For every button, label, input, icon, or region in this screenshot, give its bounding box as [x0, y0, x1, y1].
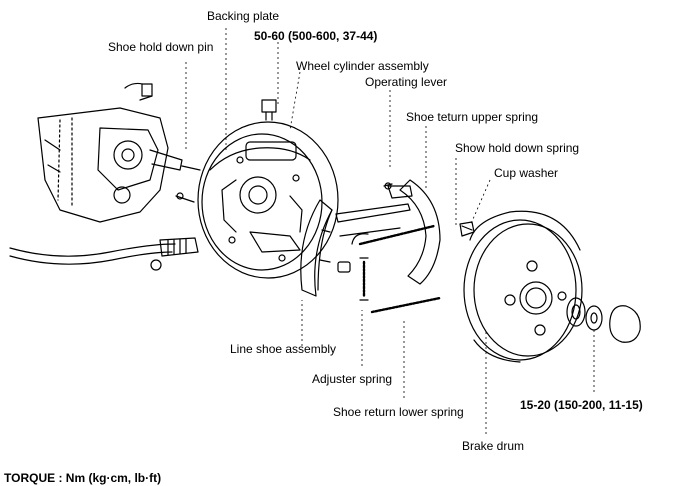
- brake-shoe-right: [387, 179, 441, 285]
- backing-plate-part: [197, 121, 339, 279]
- adjuster-strut: [335, 203, 411, 245]
- brake-line: [9, 237, 199, 271]
- upper-spring: [358, 224, 436, 246]
- adjuster-spring-part: [359, 257, 369, 301]
- brake-drum-part: [463, 210, 583, 363]
- hub-nut-cap: [566, 297, 641, 343]
- cup-washer-part: [459, 221, 475, 237]
- label-backing-plate: Backing plate: [207, 9, 280, 23]
- bleeder-fitting: [124, 82, 153, 101]
- brake-shoe-left: [300, 199, 333, 297]
- knuckle-part: [37, 107, 183, 223]
- label-adjuster-spring: Adjuster spring: [312, 372, 393, 386]
- label-cup-washer: Cup washer: [494, 166, 559, 180]
- label-torque-backing: 50-60 (500-600, 37-44): [254, 29, 378, 43]
- label-hold-down-spring: Show hold down spring: [455, 141, 580, 155]
- label-shoe-return-upper: Shoe teturn upper spring: [406, 110, 539, 124]
- torque-footer: TORQUE : Nm (kg·cm, lb·ft): [4, 471, 162, 485]
- small-hardware: [337, 182, 393, 273]
- label-wheel-cylinder: Wheel cylinder assembly: [296, 59, 429, 73]
- leader-lines: [185, 28, 595, 434]
- label-shoe-hold-down-pin: Shoe hold down pin: [108, 40, 214, 54]
- label-operating-lever: Operating lever: [365, 75, 448, 89]
- label-brake-drum: Brake drum: [462, 439, 525, 453]
- backing-bolt: [261, 99, 277, 121]
- label-torque-drum: 15-20 (150-200, 11-15): [520, 398, 643, 412]
- lower-spring-part: [370, 296, 442, 314]
- label-shoe-return-lower: Shoe return lower spring: [333, 405, 464, 419]
- hold-down-pins: [175, 165, 201, 203]
- label-line-shoe: Line shoe assembly: [230, 342, 337, 356]
